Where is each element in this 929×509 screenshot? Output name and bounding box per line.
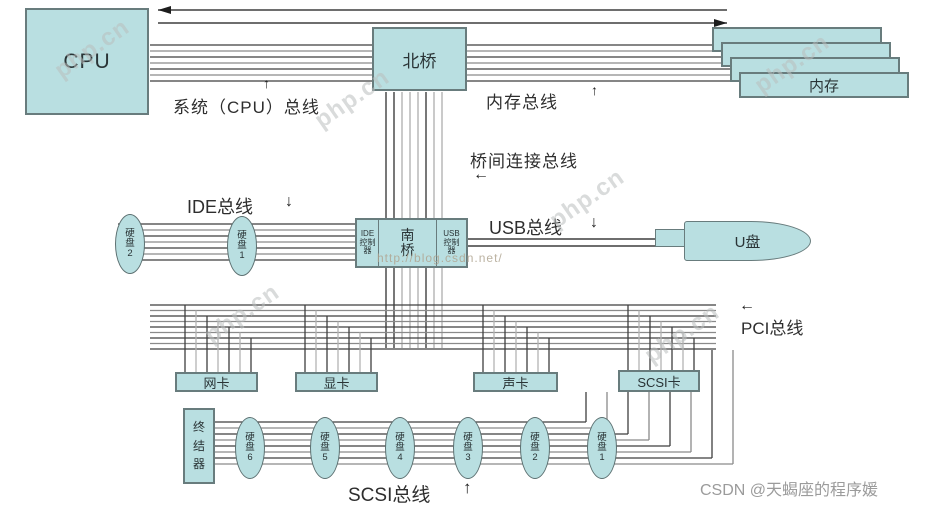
- scsi-disk-2-label: 硬盘2: [530, 431, 540, 464]
- ide-bus-label: IDE总线: [187, 197, 254, 217]
- ide-disk-2-label: 硬盘2: [125, 227, 135, 260]
- system-bus-label: 系统（CPU）总线: [173, 98, 320, 117]
- sound-card-label: 声卡: [502, 375, 529, 391]
- memory-bus-label: 内存总线: [486, 93, 558, 112]
- scsi-disk-3: 硬盘3: [453, 417, 483, 479]
- blog-url-watermark: http://blog.csdn.net/: [377, 251, 503, 265]
- cpu-box: CPU: [25, 8, 149, 115]
- scsi-disk-2: 硬盘2: [520, 417, 550, 479]
- up-arrow-icon: ↑: [591, 82, 598, 98]
- usb-controller-label: USB控制器: [443, 229, 460, 256]
- bridge-bus-label: 桥间连接总线: [470, 152, 578, 171]
- scsi-card: SCSI卡: [618, 370, 700, 392]
- usb-controller-section: USB控制器: [436, 220, 466, 266]
- usb-bus-label: USB总线: [489, 218, 563, 238]
- south-bridge-label: 南桥: [400, 226, 415, 258]
- usb-drive: U盘: [684, 221, 811, 261]
- scsi-disk-3-label: 硬盘3: [463, 431, 473, 464]
- left-arrow-icon: ←: [739, 297, 755, 314]
- ide-disk-1-label: 硬盘1: [237, 229, 247, 262]
- ide-controller-label: IDE控制器: [359, 229, 376, 256]
- scsi-bus-label: SCSI总线: [348, 485, 431, 506]
- terminator-box: 终结器: [183, 408, 215, 484]
- gpu-card: 显卡: [295, 372, 378, 392]
- scsi-disk-1: 硬盘1: [587, 417, 617, 479]
- usb-drive-connector: [655, 229, 685, 247]
- memory-label: 内存: [808, 77, 839, 95]
- usb-drive-label: U盘: [734, 233, 761, 251]
- up-arrow-icon: ↑: [263, 75, 270, 91]
- scsi-disk-6-label: 硬盘6: [245, 431, 255, 464]
- pci-bus-label: PCI总线: [741, 319, 804, 338]
- down-arrow-icon: ↓: [590, 214, 598, 231]
- ide-disk-1: 硬盘1: [227, 216, 257, 276]
- nic-card: 网卡: [175, 372, 258, 392]
- gpu-card-label: 显卡: [323, 375, 350, 391]
- scsi-disk-4-label: 硬盘4: [395, 431, 405, 464]
- left-arrow-icon: ←: [473, 166, 489, 183]
- north-bridge-label: 北桥: [402, 51, 437, 71]
- memory-box: 内存: [739, 72, 909, 98]
- scsi-disk-6: 硬盘6: [235, 417, 265, 479]
- south-bridge-box: IDE控制器 南桥 USB控制器: [355, 218, 468, 268]
- scsi-disk-5: 硬盘5: [310, 417, 340, 479]
- south-bridge-core: 南桥: [379, 220, 436, 266]
- terminator-label: 终结器: [192, 420, 205, 472]
- scsi-disk-4: 硬盘4: [385, 417, 415, 479]
- scsi-card-label: SCSI卡: [637, 374, 681, 390]
- nic-card-label: 网卡: [203, 375, 230, 391]
- ide-disk-2: 硬盘2: [115, 214, 145, 274]
- sound-card: 声卡: [473, 372, 558, 392]
- cpu-label: CPU: [63, 49, 111, 73]
- down-arrow-icon: ↓: [285, 193, 293, 210]
- up-arrow-icon: ↑: [463, 478, 472, 497]
- scsi-disk-5-label: 硬盘5: [320, 431, 330, 464]
- north-bridge-box: 北桥: [372, 27, 467, 91]
- csdn-credit-watermark: CSDN @天蝎座的程序媛: [700, 482, 879, 499]
- scsi-disk-1-label: 硬盘1: [597, 431, 607, 464]
- ide-controller-section: IDE控制器: [357, 220, 379, 266]
